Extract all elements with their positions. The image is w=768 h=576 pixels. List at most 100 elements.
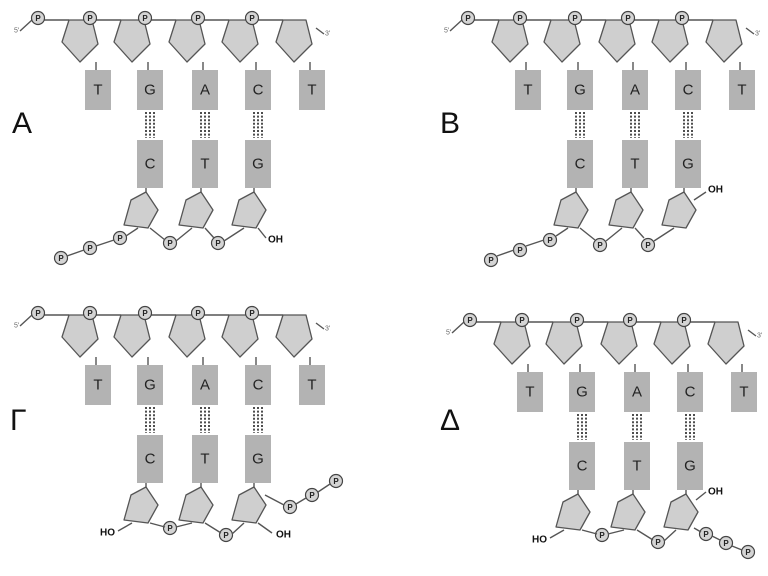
sugar-ring — [178, 486, 214, 524]
phosphate-label: P — [87, 244, 93, 253]
sugar-ring — [545, 321, 583, 365]
phosphate-bottom: P — [640, 237, 656, 253]
phosphate-label: P — [703, 530, 709, 539]
base-block-bottom — [677, 442, 703, 490]
phosphate-label: P — [333, 477, 339, 486]
base-block-bottom — [622, 140, 648, 188]
sugar-ring — [491, 19, 529, 63]
backbone-bond — [125, 227, 139, 237]
phosphate-label: P — [572, 14, 578, 23]
phosphate-label: P — [488, 256, 494, 265]
phosphate-label: P — [167, 239, 173, 248]
phosphate-circle — [30, 305, 46, 321]
base-block-top — [245, 365, 271, 405]
hydroxyl-label: HO — [532, 535, 547, 546]
base-letter-bottom: T — [200, 156, 209, 173]
backbone-bond — [747, 329, 757, 337]
base-letter-bottom: G — [252, 451, 264, 468]
sugar-ring — [221, 314, 259, 358]
phosphate-label: P — [467, 316, 473, 325]
sugar-ring — [661, 191, 697, 229]
phosphate-circle — [674, 10, 690, 26]
base-block-bottom — [245, 435, 271, 483]
sugar-ring — [113, 19, 151, 63]
backbone-bond — [496, 239, 545, 257]
phosphate-top: P — [674, 10, 690, 26]
base-block-top — [624, 372, 650, 412]
backbone-bond — [555, 227, 569, 237]
backbone-bond — [66, 239, 115, 257]
base-letter-bottom: C — [575, 156, 586, 173]
base-block-bottom — [192, 140, 218, 188]
phosphate-circle — [620, 10, 636, 26]
base-letter-bottom: G — [252, 156, 264, 173]
base-block-top — [622, 70, 648, 110]
base-block-top — [245, 70, 271, 110]
base-letter-top: C — [685, 384, 696, 401]
phosphate-circle — [676, 312, 692, 328]
phosphate-top: P — [190, 305, 206, 321]
phosphate-bottom: P — [542, 232, 558, 248]
phosphate-circle — [112, 230, 128, 246]
phosphate-bottom: P — [53, 250, 69, 266]
phosphate-label: P — [599, 531, 605, 540]
sugar-ring — [663, 493, 699, 531]
phosphate-label: P — [249, 309, 255, 318]
sugar-ring — [707, 321, 745, 365]
base-letter-bottom: T — [200, 451, 209, 468]
backbone-bond — [315, 27, 325, 35]
base-letter-bottom: C — [145, 451, 156, 468]
phosphate-circle — [162, 235, 178, 251]
sugar-ring — [61, 19, 99, 63]
phosphate-circle — [137, 305, 153, 321]
base-block-bottom — [675, 140, 701, 188]
hydroxyl-label: OH — [268, 235, 283, 246]
phosphate-circle — [30, 10, 46, 26]
backbone-bond — [451, 321, 465, 334]
base-block-top — [299, 70, 325, 110]
phosphate-circle — [698, 526, 714, 542]
phosphate-label: P — [142, 309, 148, 318]
backbone-bond — [117, 522, 133, 532]
phosphate-circle — [82, 240, 98, 256]
phosphate-top: P — [514, 312, 530, 328]
backbone-bond — [204, 227, 245, 242]
phosphate-label: P — [519, 316, 525, 325]
sugar-ring — [221, 19, 259, 63]
phosphate-label: P — [574, 316, 580, 325]
phosphate-label: P — [117, 234, 123, 243]
phosphate-circle — [512, 10, 528, 26]
hydroxyl-label: OH — [708, 185, 723, 196]
base-letter-top: T — [523, 82, 532, 99]
phosphate-circle — [462, 312, 478, 328]
panel-letter: Γ — [10, 404, 27, 437]
phosphate-circle — [567, 10, 583, 26]
base-block-top — [192, 365, 218, 405]
sugar-ring — [553, 191, 589, 229]
phosphate-label: P — [215, 239, 221, 248]
phosphate-circle — [650, 534, 666, 550]
sugar-ring — [705, 19, 743, 63]
base-block-bottom — [137, 435, 163, 483]
phosphate-label: P — [645, 241, 651, 250]
phosphate-bottom: P — [328, 473, 344, 489]
phosphate-circle — [82, 305, 98, 321]
backbone-bond — [257, 227, 267, 239]
phosphate-label: P — [167, 524, 173, 533]
strand-end-mark: 5' — [14, 28, 19, 35]
base-letter-bottom: G — [682, 156, 694, 173]
sugar-ring — [123, 191, 159, 229]
sugar-ring — [61, 314, 99, 358]
phosphate-label: P — [249, 14, 255, 23]
base-letter-bottom: C — [145, 156, 156, 173]
base-block-bottom — [624, 442, 650, 490]
base-letter-top: G — [574, 82, 586, 99]
strand-end-mark: 3' — [757, 333, 762, 340]
strand-end-mark: 3' — [325, 326, 330, 333]
base-block-top — [85, 365, 111, 405]
phosphate-top: P — [82, 10, 98, 26]
phosphate-circle — [592, 237, 608, 253]
